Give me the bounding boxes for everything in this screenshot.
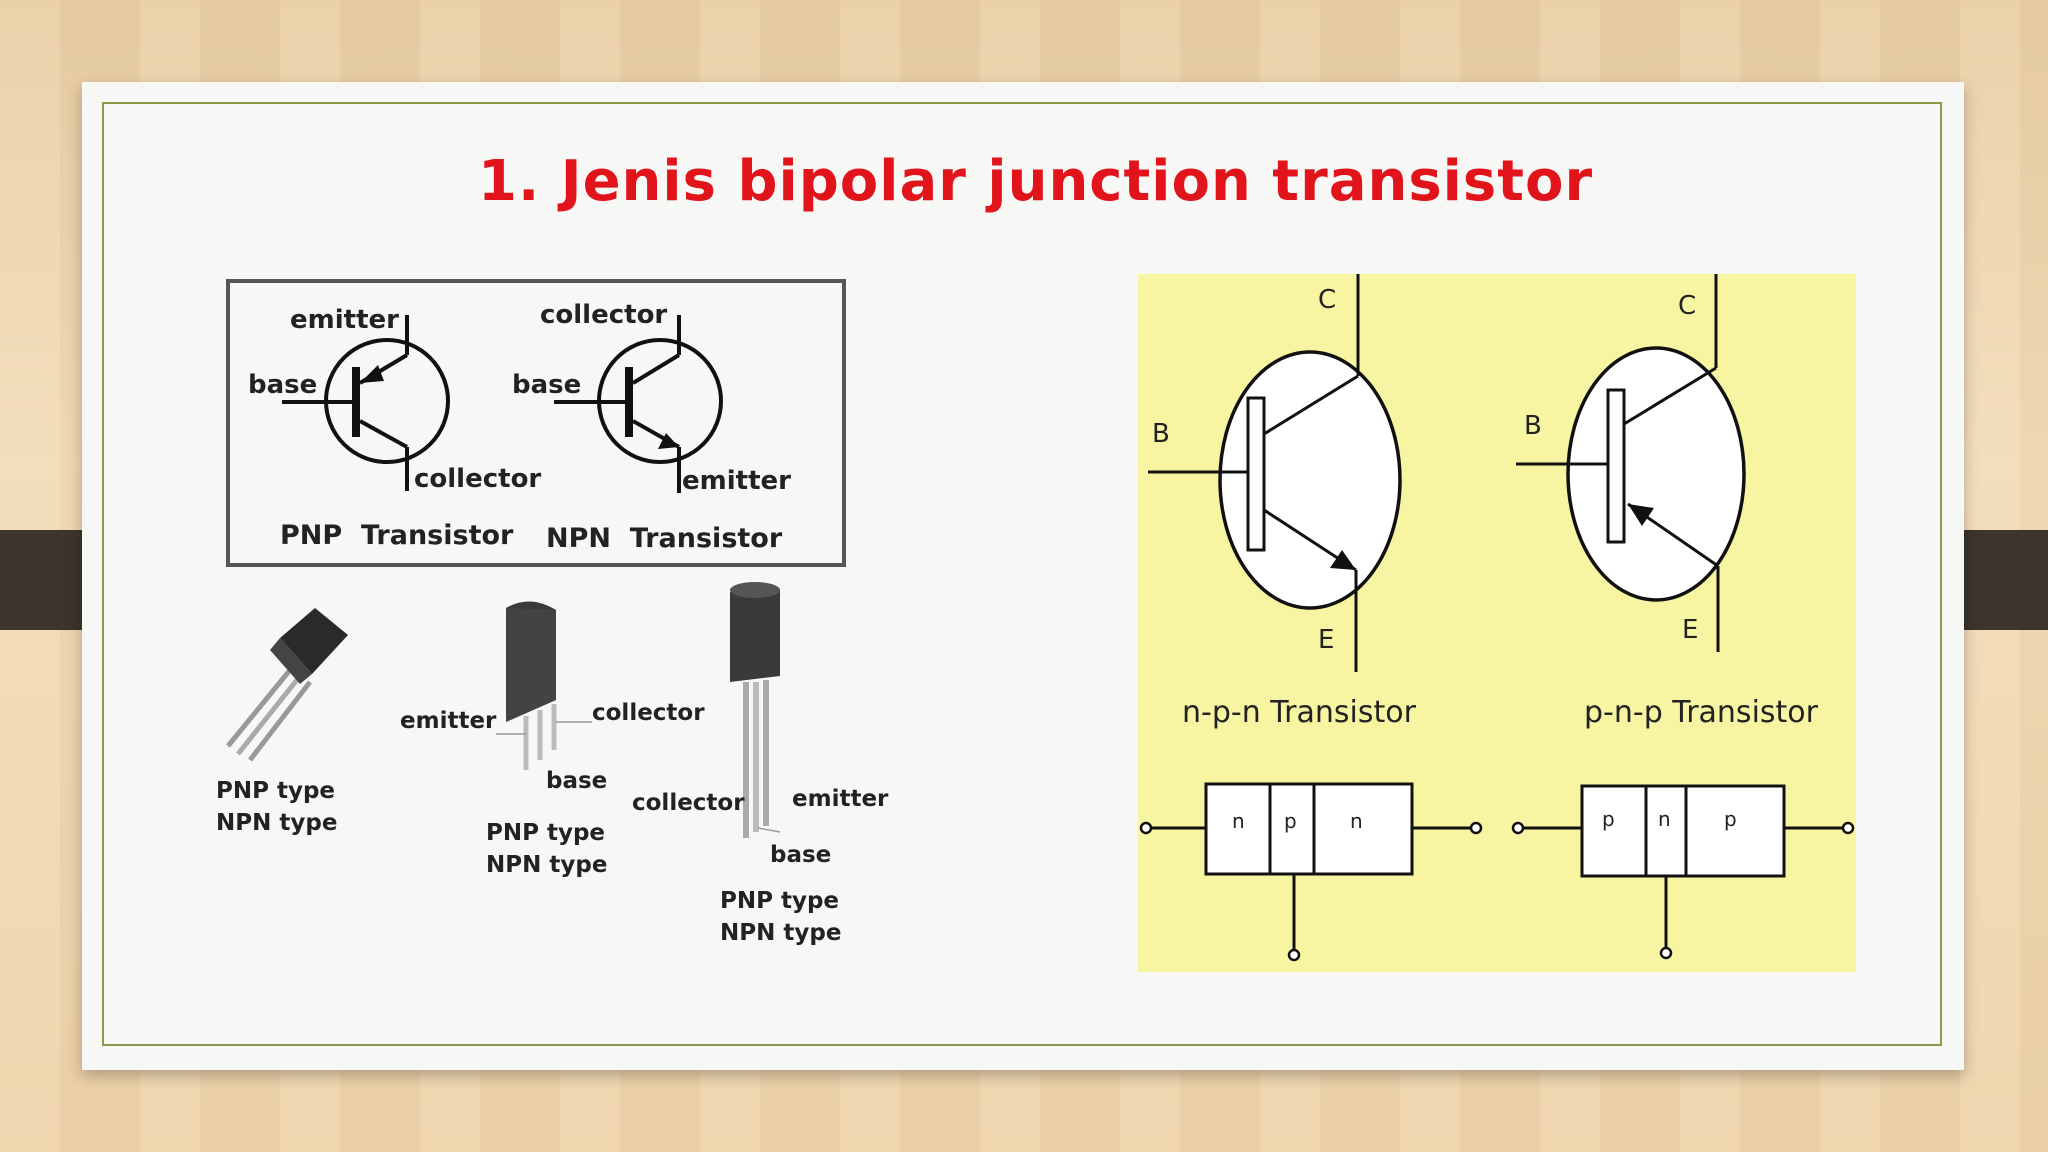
pnp-large-c-label: C <box>1678 291 1696 321</box>
package-2-image <box>496 601 592 770</box>
package-2-type-1: PNP type <box>486 820 605 846</box>
pnp-layer-3: p <box>1724 807 1737 831</box>
transistor-symbols-figure: emitter base collector PNP Transistor co… <box>226 279 846 567</box>
transistor-structure-panel: C B E n-p-n Transistor C B E p-n-p Trans… <box>1138 274 1856 972</box>
pnp-large-e-label: E <box>1682 615 1698 645</box>
npn-base-label: base <box>512 370 581 400</box>
package-2-collector-label: collector <box>592 700 705 726</box>
npn-layer-block <box>1139 782 1483 962</box>
slide-border <box>102 102 1942 1046</box>
slide-title: 1. Jenis bipolar junction transistor <box>478 149 1594 214</box>
npn-large-e-label: E <box>1318 625 1334 655</box>
npn-layer-2: p <box>1284 809 1297 833</box>
package-2-emitter-label: emitter <box>400 708 497 734</box>
package-3-emitter-label: emitter <box>792 786 889 812</box>
package-3-collector-label: collector <box>632 790 745 816</box>
package-1-type-1: PNP type <box>216 778 335 804</box>
pnp-caption: PNP Transistor <box>280 520 514 551</box>
package-3-image <box>730 582 781 838</box>
pnp-symbol <box>282 315 450 491</box>
package-3-type-1: PNP type <box>720 888 839 914</box>
package-1-image <box>226 608 348 762</box>
pnp-emitter-label: emitter <box>290 305 399 335</box>
package-1-type-2: NPN type <box>216 810 337 836</box>
pnp-layer-1: p <box>1602 807 1615 831</box>
npn-collector-label: collector <box>540 300 667 330</box>
npn-large-symbol <box>1148 274 1402 672</box>
pnp-collector-label: collector <box>414 464 541 494</box>
package-3-type-2: NPN type <box>720 920 841 946</box>
npn-large-c-label: C <box>1318 285 1336 315</box>
npn-layer-3: n <box>1350 809 1363 833</box>
npn-large-caption: n-p-n Transistor <box>1182 695 1417 730</box>
pnp-layer-2: n <box>1658 807 1671 831</box>
npn-layer-1: n <box>1232 809 1245 833</box>
package-2-type-2: NPN type <box>486 852 607 878</box>
package-3-base-label: base <box>770 842 831 868</box>
npn-caption: NPN Transistor <box>546 523 783 554</box>
package-2-base-label: base <box>546 768 607 794</box>
pnp-base-label: base <box>248 370 317 400</box>
pnp-layer-block <box>1511 784 1855 960</box>
npn-large-b-label: B <box>1152 419 1170 449</box>
transistor-packages-figure: PNP type NPN type emitter collector base… <box>216 582 889 946</box>
pnp-large-b-label: B <box>1524 411 1542 441</box>
npn-symbol <box>554 315 723 493</box>
npn-emitter-label: emitter <box>682 466 791 496</box>
pnp-large-symbol <box>1516 274 1746 652</box>
pnp-large-caption: p-n-p Transistor <box>1584 695 1819 730</box>
